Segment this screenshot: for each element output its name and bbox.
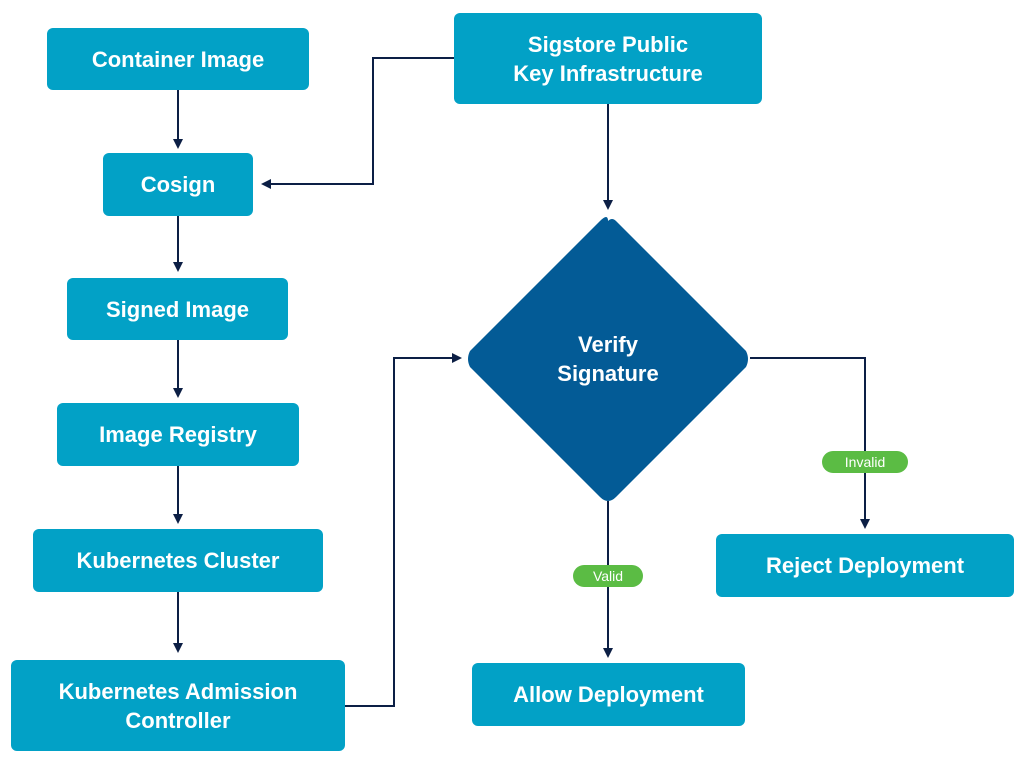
node-image-registry: Image Registry — [57, 403, 299, 466]
decision-diamond — [468, 217, 748, 501]
node-reject-deployment: Reject Deployment — [716, 534, 1014, 597]
node-cosign: Cosign — [103, 153, 253, 216]
node-verify-signature: Verify Signature — [557, 332, 659, 386]
edge-sigstore-to-cosign — [261, 57, 455, 189]
node-signed-image: Signed Image — [67, 278, 288, 340]
label-invalid: Invalid — [822, 451, 908, 473]
edge-admission-to-verify — [345, 353, 462, 707]
node-allow-deployment: Allow Deployment — [472, 663, 745, 726]
node-kubernetes-cluster: Kubernetes Cluster — [33, 529, 323, 592]
node-sigstore-pki: Sigstore Public Key Infrastructure — [454, 13, 762, 104]
node-admission-controller: Kubernetes Admission Controller — [11, 660, 345, 751]
node-container-image: Container Image — [47, 28, 309, 90]
edge-verify-to-reject — [750, 357, 870, 529]
label-valid: Valid — [573, 565, 643, 587]
